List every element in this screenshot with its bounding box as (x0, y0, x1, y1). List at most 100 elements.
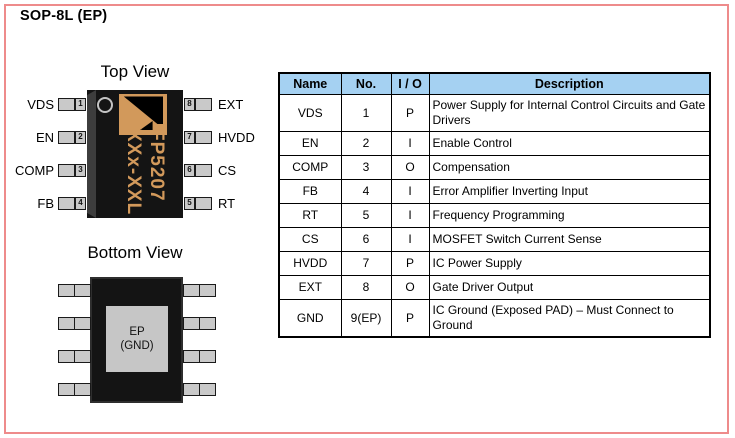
pin-lead (58, 317, 75, 330)
top-view-label: Top View (100, 62, 170, 81)
table-cell-name: RT (278, 203, 342, 228)
table-cell-no: 9(EP) (340, 299, 392, 338)
table-cell-desc: MOSFET Switch Current Sense (428, 227, 711, 252)
pin-label: EXT (218, 97, 244, 112)
exposed-pad: EP (GND) (106, 306, 168, 372)
pin-number-box: 7 (184, 131, 195, 144)
pin-lead (199, 350, 216, 363)
pin-label: CS (218, 163, 237, 178)
pin-number-box: 1 (75, 98, 86, 111)
pin-lead (199, 383, 216, 396)
table-cell-desc: Compensation (428, 155, 711, 180)
table-cell-io: O (390, 275, 430, 300)
table-cell-name: EXT (278, 275, 342, 300)
table-cell-io: I (390, 227, 430, 252)
table-cell-name: FB (278, 179, 342, 204)
bottom-view-label: Bottom View (87, 243, 183, 262)
table-cell-io: P (390, 299, 430, 338)
pin-lead (58, 284, 75, 297)
table-cell-desc: IC Ground (Exposed PAD) – Must Connect t… (428, 299, 711, 338)
table-header-cell: Description (428, 72, 711, 95)
table-cell-no: 8 (340, 275, 392, 300)
pin-lead (74, 383, 91, 396)
table-cell-no: 5 (340, 203, 392, 228)
pin-lead (199, 317, 216, 330)
table-cell-name: GND (278, 299, 342, 338)
table-cell-desc: Enable Control (428, 131, 711, 156)
table-cell-name: CS (278, 227, 342, 252)
pin-number-box: 3 (75, 164, 86, 177)
exposed-pad-sublabel: (GND) (120, 340, 154, 352)
pin-lead (195, 164, 212, 177)
table-cell-no: 2 (340, 131, 392, 156)
chip-bevel-edge (87, 90, 96, 218)
table-cell-io: P (390, 251, 430, 276)
table-cell-desc: Gate Driver Output (428, 275, 711, 300)
chip-lot-code: XXx-XXL (123, 129, 144, 216)
table-cell-io: I (390, 179, 430, 204)
pin-label: HVDD (218, 130, 255, 145)
pin-label: RT (218, 196, 236, 211)
table-header-cell: No. (340, 72, 392, 95)
pin-lead (58, 350, 75, 363)
pin-label: FB (37, 196, 54, 211)
table-cell-desc: Frequency Programming (428, 203, 711, 228)
pin-number-box: 4 (75, 197, 86, 210)
table-cell-io: P (390, 94, 430, 132)
pin-number-box: 6 (184, 164, 195, 177)
table-cell-name: EN (278, 131, 342, 156)
pin-number-box: 8 (184, 98, 195, 111)
pin-lead (199, 284, 216, 297)
table-cell-no: 3 (340, 155, 392, 180)
pin-lead (195, 197, 212, 210)
table-cell-name: VDS (278, 94, 342, 132)
brand-logo-icon (119, 94, 167, 135)
table-cell-io: I (390, 131, 430, 156)
table-cell-io: O (390, 155, 430, 180)
exposed-pad-label: EP (129, 326, 145, 338)
pin1-indicator-dot (97, 97, 113, 113)
table-header-cell: I / O (390, 72, 430, 95)
pin-lead (183, 284, 200, 297)
table-cell-no: 1 (340, 94, 392, 132)
table-cell-io: I (390, 203, 430, 228)
pin-lead (58, 131, 75, 144)
table-cell-name: HVDD (278, 251, 342, 276)
chip-marking-text: FP5207 XXx-XXL (122, 129, 168, 217)
pin-lead (74, 317, 91, 330)
pin-lead (183, 317, 200, 330)
pin-lead (58, 383, 75, 396)
table-cell-name: COMP (278, 155, 342, 180)
table-cell-desc: Power Supply for Internal Control Circui… (428, 94, 711, 132)
pin-lead (58, 98, 75, 111)
table-cell-desc: Error Amplifier Inverting Input (428, 179, 711, 204)
table-cell-no: 4 (340, 179, 392, 204)
pin-label: COMP (15, 163, 54, 178)
pin-lead (58, 197, 75, 210)
pin-lead (183, 350, 200, 363)
pin-number-box: 5 (184, 197, 195, 210)
table-cell-no: 7 (340, 251, 392, 276)
pin-lead (58, 164, 75, 177)
pin-number-box: 2 (75, 131, 86, 144)
pin-lead (74, 350, 91, 363)
table-cell-no: 6 (340, 227, 392, 252)
page-title: SOP-8L (EP) (20, 8, 108, 24)
pin-lead (183, 383, 200, 396)
pin-label: EN (35, 130, 54, 145)
pin-lead (195, 98, 212, 111)
chip-part-number: FP5207 (146, 129, 167, 202)
pin-label: VDS (27, 97, 54, 112)
